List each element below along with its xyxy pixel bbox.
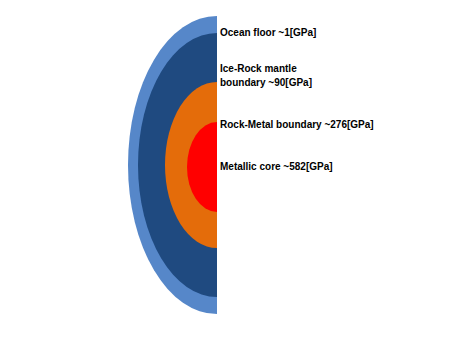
metallic-core bbox=[187, 122, 217, 212]
ice-mantle-layer bbox=[138, 33, 217, 297]
ocean-layer bbox=[128, 16, 217, 314]
layer-label: Ocean floor ~1[GPa] bbox=[220, 26, 316, 40]
rock-layer bbox=[165, 82, 217, 248]
layer-label: Ice-Rock mantle boundary ~90[GPa] bbox=[220, 62, 328, 90]
layer-label: Metallic core ~582[GPa] bbox=[220, 160, 333, 174]
layer-label: Rock-Metal boundary ~276[GPa] bbox=[220, 118, 374, 132]
